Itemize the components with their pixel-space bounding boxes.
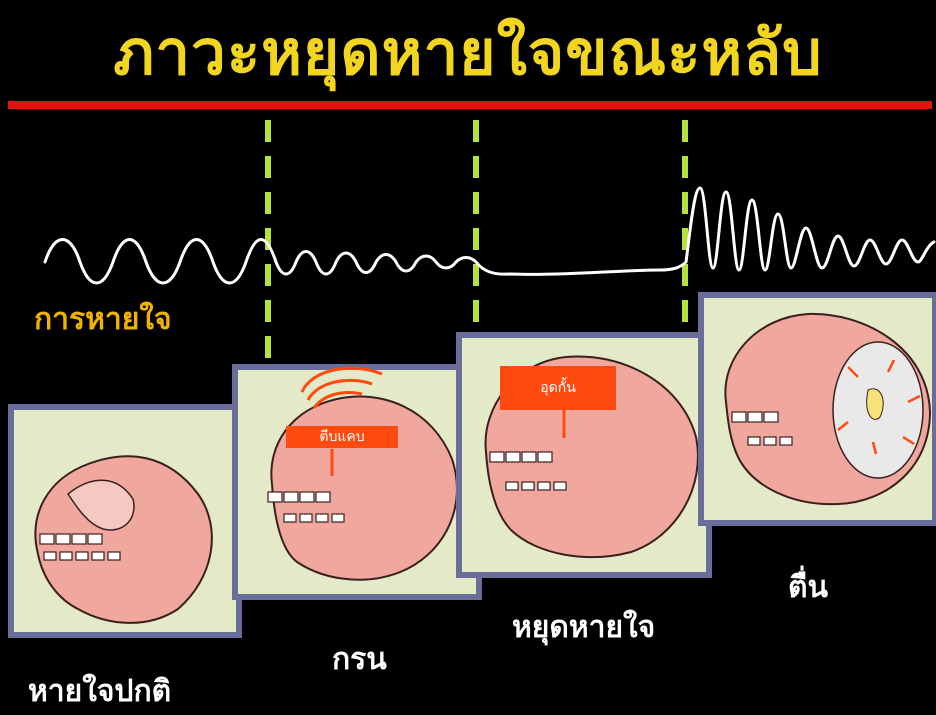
panel-arousal — [698, 292, 936, 526]
breathing-waveform — [45, 188, 934, 283]
breathing-label: การหายใจ — [34, 296, 172, 343]
panel-snoring — [232, 364, 482, 600]
head-outline — [271, 397, 457, 580]
stage-label-normal: หายใจปกติ — [28, 668, 171, 715]
obstruction-tag: อุดกั้น — [500, 366, 616, 410]
stage-label-snoring: กรน — [332, 636, 387, 683]
stage-label-arousal: ตื่น — [788, 564, 828, 611]
narrowing-tag: ตีบแคบ — [286, 426, 398, 448]
panel-normal — [8, 404, 242, 638]
stage-label-apnea: หยุดหายใจ — [512, 604, 655, 651]
